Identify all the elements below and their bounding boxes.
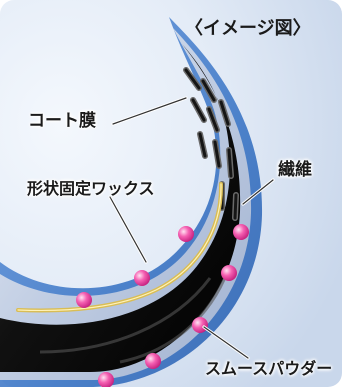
powder-particle: [76, 292, 92, 308]
label-fiber: 繊維: [278, 160, 312, 180]
powder-particle: [145, 353, 161, 369]
powder-particle: [221, 265, 237, 281]
leader-line-smooth-powder-inner: [203, 326, 249, 359]
leader-line-shape-wax-inner: [109, 196, 147, 263]
powder-particle: [134, 270, 150, 286]
fiber-core-streaks: [39, 269, 230, 364]
label-smooth-powder: スムースパウダー: [205, 359, 333, 378]
leader-line-fiber-inner: [242, 179, 274, 205]
diagram-caption: 〈イメージ図〉: [185, 18, 311, 39]
fiber-core: [0, 44, 241, 372]
leader-lines: [108, 96, 275, 360]
shape-wax-line-highlight: [17, 183, 222, 312]
powder-particle: [178, 226, 194, 242]
smooth-powder-particles: [76, 224, 249, 387]
powder-particle: [192, 317, 208, 333]
label-coat-film: コート膜: [28, 111, 96, 131]
powder-particle: [233, 224, 249, 240]
fiber-strands: [183, 67, 239, 221]
label-shape-wax: 形状固定ワックス: [27, 179, 155, 198]
leader-line-coat-film-inner: [112, 97, 187, 125]
powder-particle: [98, 372, 114, 387]
